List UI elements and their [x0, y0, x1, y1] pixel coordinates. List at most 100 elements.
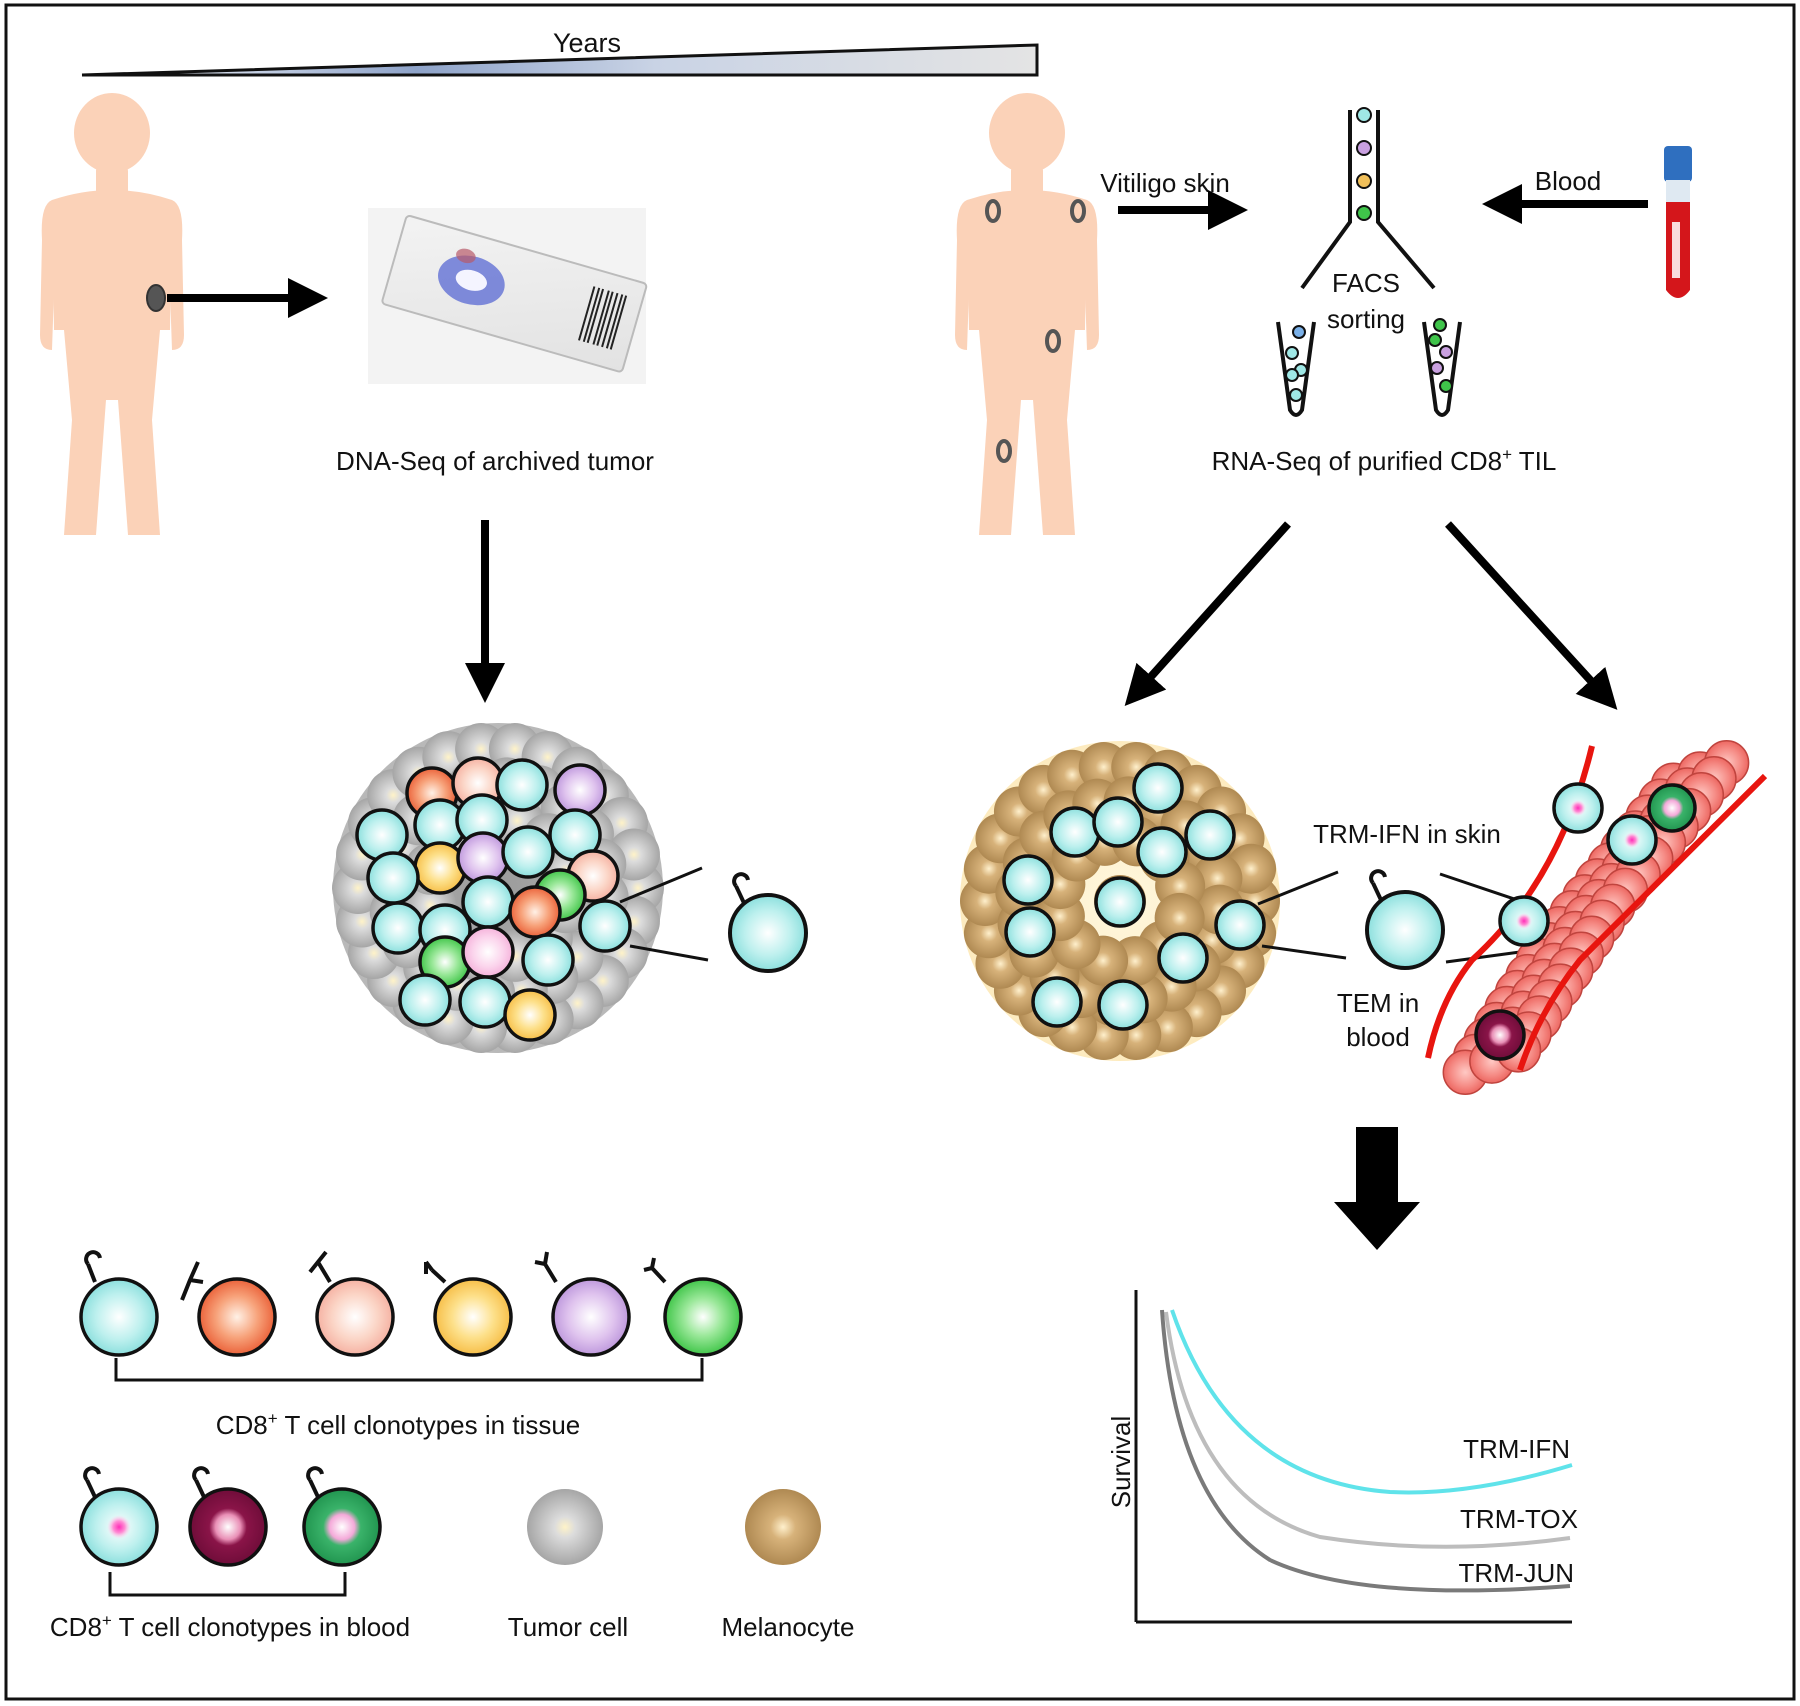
tcell — [1132, 762, 1184, 814]
nucleus — [107, 1515, 131, 1539]
years-wedge — [81, 43, 1039, 77]
tcell — [495, 758, 549, 812]
tcell — [458, 975, 512, 1029]
tumor-infiltrating-tcells — [355, 756, 632, 1042]
blood-clonotype-legend: CD8+ T cell clonotypes in blood — [50, 1466, 410, 1642]
facs-cells — [1285, 107, 1453, 402]
skin-section — [960, 741, 1280, 1061]
tcell — [1002, 854, 1054, 906]
tcr-receptor — [534, 1251, 558, 1284]
tissue-clonotype-cell — [197, 1277, 277, 1357]
tcell — [1004, 906, 1056, 958]
isolated-tcell-right — [1365, 869, 1445, 970]
pointer-lines-left — [619, 866, 709, 962]
blood-tube-icon — [1664, 146, 1692, 298]
tcr-receptor — [308, 1250, 332, 1284]
tcr-receptor — [180, 1261, 204, 1301]
tem-blood-label-line2: blood — [1346, 1022, 1410, 1052]
tumor-cell-swatch — [527, 1489, 603, 1565]
tcell — [371, 901, 425, 955]
tissue-clonotype-legend: CD8+ T cell clonotypes in tissue — [79, 1250, 743, 1440]
blood-clonotype-cell — [188, 1487, 268, 1567]
tissue-clonotype-cell — [663, 1277, 743, 1357]
tcell — [503, 988, 557, 1042]
tcell — [456, 831, 510, 885]
tcell — [1092, 796, 1144, 848]
curve-trm-ifn — [1170, 1309, 1573, 1495]
tcr-receptor — [306, 1466, 324, 1498]
tcell — [461, 875, 515, 929]
tcr-receptor — [424, 1260, 447, 1284]
melanocyte-label: Melanocyte — [722, 1612, 855, 1642]
tcell — [366, 851, 420, 905]
tcell — [1094, 876, 1146, 928]
melanocyte-swatch — [745, 1489, 821, 1565]
survival-chart: Survival TRM-IFN TRM-TOX TRM-JUN — [1106, 1290, 1578, 1624]
circulating-tcells — [1474, 782, 1697, 1061]
tcell — [398, 973, 452, 1027]
tissue-clonotype-cell — [315, 1277, 395, 1357]
tcell — [1031, 976, 1083, 1028]
nucleus — [1516, 913, 1532, 929]
tissue-clonotype-cell — [79, 1277, 159, 1357]
tcell — [1214, 899, 1266, 951]
blood-label: Blood — [1535, 166, 1602, 196]
tcell — [1184, 809, 1236, 861]
tissue-clonotype-cell — [433, 1277, 513, 1357]
patient-figure-right — [955, 93, 1099, 535]
tcr-receptor — [192, 1466, 210, 1498]
blood-clonotype-cell — [302, 1487, 382, 1567]
blood-vessel — [1425, 740, 1768, 1096]
tissue-clonotypes-label: CD8+ T cell clonotypes in tissue — [216, 1409, 580, 1440]
tumor-site-marker — [146, 284, 166, 312]
rna-seq-label: RNA-Seq of purified CD8+ TIL — [1212, 445, 1557, 476]
curve-trm-tox — [1164, 1311, 1571, 1549]
tcell — [1647, 783, 1697, 833]
legend-trm-tox: TRM-TOX — [1460, 1504, 1578, 1534]
curve-trm-jun — [1160, 1309, 1571, 1593]
background-cell — [1154, 892, 1205, 943]
tcr-receptor — [643, 1257, 667, 1284]
blood-bracket — [108, 1572, 347, 1597]
figure-frame — [4, 3, 1796, 1701]
tcell — [521, 933, 575, 987]
tcell — [1157, 932, 1209, 984]
arrow-to-survival — [1334, 1127, 1420, 1250]
tissue-bracket — [114, 1358, 704, 1382]
skin-resident-tcells — [1002, 762, 1266, 1031]
tcr-receptor — [83, 1466, 101, 1498]
arrow-to-skin-section — [1124, 521, 1291, 706]
years-timeline: Years — [81, 28, 1039, 77]
tcell — [1097, 979, 1149, 1031]
patient-figure-left — [40, 93, 184, 535]
tcell — [461, 925, 515, 979]
tissue-clonotype-cell — [551, 1277, 631, 1357]
trm-ifn-skin-label: TRM-IFN in skin — [1313, 819, 1501, 849]
vitiligo-patches — [985, 199, 1086, 463]
vitiligo-skin-label: Vitiligo skin — [1100, 168, 1230, 198]
tcell — [578, 899, 632, 953]
y-axis-label: Survival — [1106, 1416, 1136, 1508]
melanocyte-legend: Melanocyte — [722, 1489, 855, 1642]
legend-trm-jun: TRM-JUN — [1458, 1558, 1574, 1588]
facs-label-line1: FACS — [1332, 268, 1400, 298]
tcell — [1474, 1009, 1526, 1061]
legend-trm-ifn: TRM-IFN — [1463, 1434, 1570, 1464]
tcr-receptor — [84, 1250, 102, 1283]
tumor-cell-label: Tumor cell — [508, 1612, 628, 1642]
dna-seq-label: DNA-Seq of archived tumor — [336, 446, 654, 476]
tcell — [508, 885, 562, 939]
tcell — [501, 825, 555, 879]
facs-sorter — [1276, 110, 1462, 417]
years-label: Years — [553, 28, 621, 58]
tumor-cell-legend: Tumor cell — [508, 1489, 628, 1642]
nucleus — [1624, 832, 1640, 848]
tcell — [1136, 826, 1188, 878]
nucleus — [1570, 800, 1586, 816]
facs-label-line2: sorting — [1327, 304, 1405, 334]
arrow-to-vessel — [1445, 521, 1618, 710]
blood-clonotypes-label: CD8+ T cell clonotypes in blood — [50, 1611, 410, 1642]
tcell — [553, 763, 607, 817]
histology-slide — [368, 208, 648, 384]
